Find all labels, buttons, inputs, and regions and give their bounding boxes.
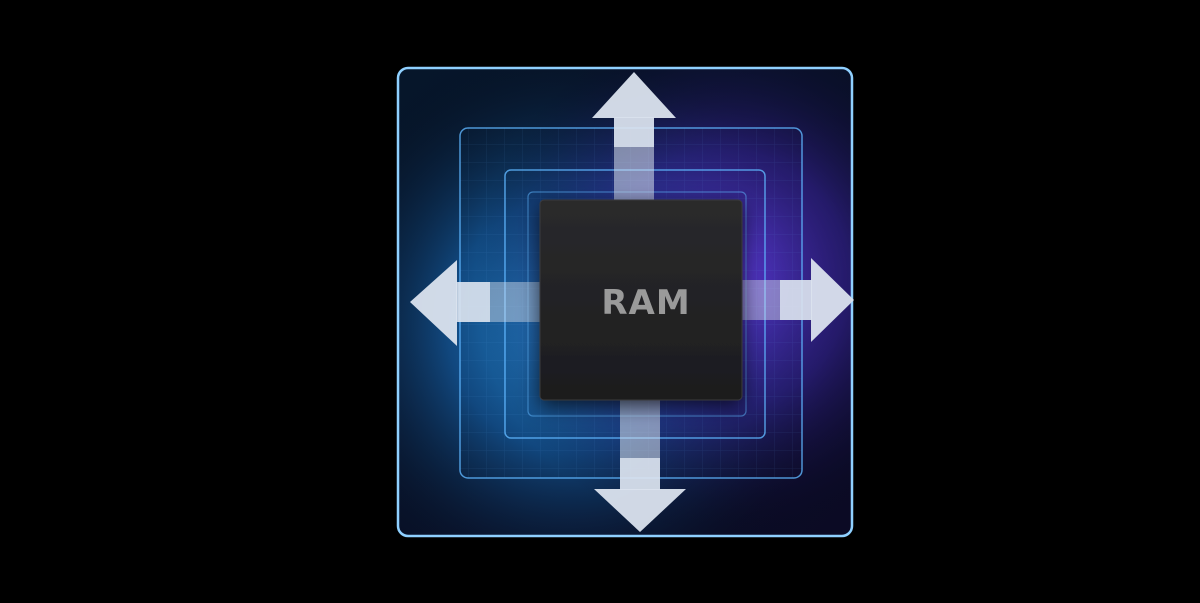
- frame-border: [396, 66, 854, 538]
- outer-frame: [396, 66, 854, 538]
- expansion-arrows: [410, 72, 854, 532]
- ram-chip: [539, 199, 743, 401]
- arrow-left-icon: [410, 260, 550, 346]
- arrow-down-icon: [594, 398, 686, 532]
- arrow-up-icon: [592, 72, 676, 208]
- arrow-right-icon: [730, 258, 854, 342]
- chip-label: RAM: [601, 283, 690, 323]
